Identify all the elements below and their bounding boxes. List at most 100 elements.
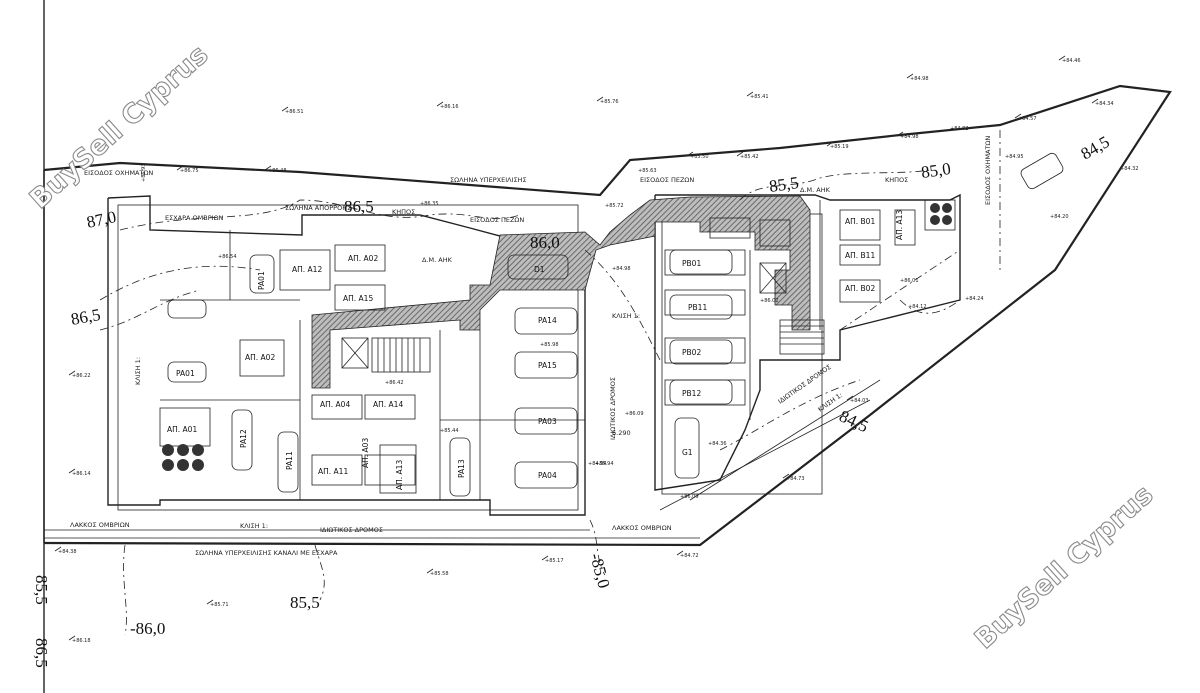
walls-right bbox=[664, 199, 956, 420]
spot-level: +84.73 bbox=[786, 476, 805, 482]
spot-level: +85.63 bbox=[638, 168, 657, 174]
spot-level: +85.44 bbox=[440, 428, 459, 434]
spot-level: +86.42 bbox=[385, 380, 404, 386]
apartment-label: ΑΠ. Α14 bbox=[373, 400, 403, 409]
spot-level: +85.76 bbox=[600, 99, 619, 105]
parking-label: G1 bbox=[682, 448, 693, 457]
apartment-label: ΑΠ. Α01 bbox=[167, 425, 197, 434]
spot-level: +84.98 bbox=[900, 134, 919, 140]
apartment-label: ΑΠ. Α13 bbox=[895, 210, 904, 240]
annotation: ΙΔΙΩΤΙΚΟΣ ΔΡΟΜΟΣ bbox=[320, 526, 383, 534]
parking-label: PA03 bbox=[538, 417, 557, 426]
spot-level: +85.98 bbox=[540, 342, 559, 348]
elevation-label: 85,0 bbox=[920, 159, 952, 182]
spot-level: +86.51 bbox=[285, 109, 304, 115]
apartment-label: ΑΠ. Β11 bbox=[845, 251, 875, 260]
parking-label: D1 bbox=[534, 265, 545, 274]
annotation: ΕΙΣΟΔΟΣ ΠΕΖΩΝ bbox=[470, 216, 524, 224]
elevation-label: 86,0 bbox=[530, 233, 560, 252]
apartment-label: ΑΠ. Α15 bbox=[343, 294, 373, 303]
parking-label: PB01 bbox=[682, 259, 701, 268]
spot-level: +84.98 bbox=[910, 76, 929, 82]
annotation: 6.290 bbox=[612, 429, 631, 437]
site-boundary bbox=[43, 84, 1172, 547]
apartment-label: ΑΠ. Β02 bbox=[845, 284, 875, 293]
spot-level: +84.94 bbox=[588, 461, 607, 467]
spot-level: +86.35 bbox=[420, 201, 439, 207]
parking-label: PA15 bbox=[538, 361, 557, 370]
elevation-label: -86,0 bbox=[130, 619, 165, 638]
parking-label: PB02 bbox=[682, 348, 701, 357]
apartment-label: ΑΠ. Α03 bbox=[361, 438, 370, 468]
annotation: ΣΩΛΗΝΑ ΥΠΕΡΧΕΙΛΙΣΗΣ ΚΑΝΑΛΙ ΜΕ ΕΣΧΑΡΑ bbox=[195, 549, 338, 557]
spot-level: +86.22 bbox=[72, 373, 91, 379]
annotation: ΣΩΛΗΝΑ ΥΠΕΡΧΕΙΛΙΣΗΣ bbox=[450, 176, 527, 184]
spot-level: +85.71 bbox=[210, 602, 229, 608]
parking-label: PB11 bbox=[688, 303, 707, 312]
spot-level: +84.46 bbox=[1062, 58, 1081, 64]
spot-level: +85.72 bbox=[605, 203, 624, 209]
apartment-label: ΑΠ. Α11 bbox=[318, 467, 348, 476]
building-inner-left bbox=[117, 204, 579, 511]
spot-level: +85.94 bbox=[595, 461, 614, 467]
spot-level: +86.93 bbox=[141, 163, 147, 182]
spot-level: +84.03 bbox=[850, 398, 869, 404]
elevation-label: 87,0 bbox=[85, 207, 118, 232]
stairs-left bbox=[341, 337, 431, 373]
elevation-label: 84,5 bbox=[1078, 132, 1113, 163]
stairs-right bbox=[759, 262, 825, 355]
apartment-labels: ΑΠ. Α12 ΑΠ. Α02 ΑΠ. Α15 ΑΠ. Α02 ΑΠ. Α01 … bbox=[167, 210, 904, 490]
annotation: ΙΔΙΩΤΙΚΟΣ ΔΡΟΜΟΣ bbox=[609, 377, 617, 440]
annotation: ΕΙΣΟΔΟΣ ΟΧΗΜΑΤΩΝ bbox=[984, 136, 992, 205]
spot-level: +84.38 bbox=[58, 549, 77, 555]
spot-level: +84.24 bbox=[965, 296, 984, 302]
spot-level: +84.36 bbox=[708, 441, 727, 447]
spot-level: +86.09 bbox=[680, 494, 699, 500]
spot-level: +86.09 bbox=[625, 411, 644, 417]
apartment-label: ΑΠ. Α04 bbox=[320, 400, 350, 409]
annotation: ΚΛΙΣΗ 1: bbox=[240, 522, 268, 530]
parking-labels: PA14 PA15 PA03 PA04 PB01 PB11 PB02 PB12 … bbox=[176, 259, 707, 480]
apartment-label: ΑΠ. Α02 bbox=[348, 254, 378, 263]
spot-level: +84.20 bbox=[1050, 214, 1069, 220]
apartment-label: ΑΠ. Α13 bbox=[395, 460, 404, 490]
parking-label: PA12 bbox=[239, 429, 248, 448]
spot-level: +86.75 bbox=[180, 168, 199, 174]
spot-level: +84.34 bbox=[1095, 101, 1114, 107]
parking-label: PA11 bbox=[285, 451, 294, 470]
annotation: ΕΙΣΟΔΟΣ ΟΧΗΜΑΤΩΝ bbox=[84, 169, 153, 177]
parking-label: PA04 bbox=[538, 471, 557, 480]
annotation: Δ.Μ. ΑΗΚ bbox=[800, 186, 831, 194]
watermark: BuySell Cyprus bbox=[969, 479, 1159, 655]
spot-level: +85.17 bbox=[545, 558, 564, 564]
elevation-label: 86,5 bbox=[344, 197, 374, 216]
spot-level: +86.14 bbox=[72, 471, 91, 477]
parking-label: PB12 bbox=[682, 389, 701, 398]
annotation: ΣΩΛΗΝΑ ΑΠΟΡΡΟΗΣ bbox=[285, 204, 351, 212]
spot-level: +86.01 bbox=[900, 278, 919, 284]
elevation-label: -85,0 bbox=[586, 551, 614, 590]
watermark: BuySell Cyprus bbox=[24, 39, 214, 215]
annotation: ΕΙΣΟΔΟΣ ΠΕΖΩΝ bbox=[640, 176, 694, 184]
core-hatch-left bbox=[311, 195, 811, 389]
annotation: ΙΔΙΩΤΙΚΟΣ ΔΡΟΜΟΣ bbox=[777, 363, 833, 406]
spot-level: +86.54 bbox=[218, 254, 237, 260]
spot-level: +84.95 bbox=[1005, 154, 1024, 160]
annotation: ΚΗΠΟΣ bbox=[392, 208, 415, 216]
spot-level: +85.50 bbox=[690, 154, 709, 160]
spot-level: +84.32 bbox=[1120, 166, 1139, 172]
walls-left bbox=[159, 230, 585, 500]
apartment-label: ΑΠ. Α02 bbox=[245, 353, 275, 362]
contours bbox=[99, 169, 961, 636]
roads bbox=[44, 130, 1001, 539]
parking-label: PA14 bbox=[538, 316, 557, 325]
spot-level: +84.72 bbox=[680, 553, 699, 559]
elevation-label: 85,5 bbox=[768, 173, 800, 196]
elevation-label: 86,5 bbox=[32, 638, 51, 668]
parking-label: PA01 bbox=[257, 271, 266, 290]
apartment-label: ΑΠ. Α12 bbox=[292, 265, 322, 274]
elevation-labels: 87,0 86,5 86,5 86,0 85,5 85,0 84,5 84,5 … bbox=[32, 132, 1113, 668]
annotation: ΛΑΚΚΟΣ ΟΜΒΡΙΩΝ bbox=[612, 524, 672, 532]
spot-level: +86.48 bbox=[268, 168, 287, 174]
